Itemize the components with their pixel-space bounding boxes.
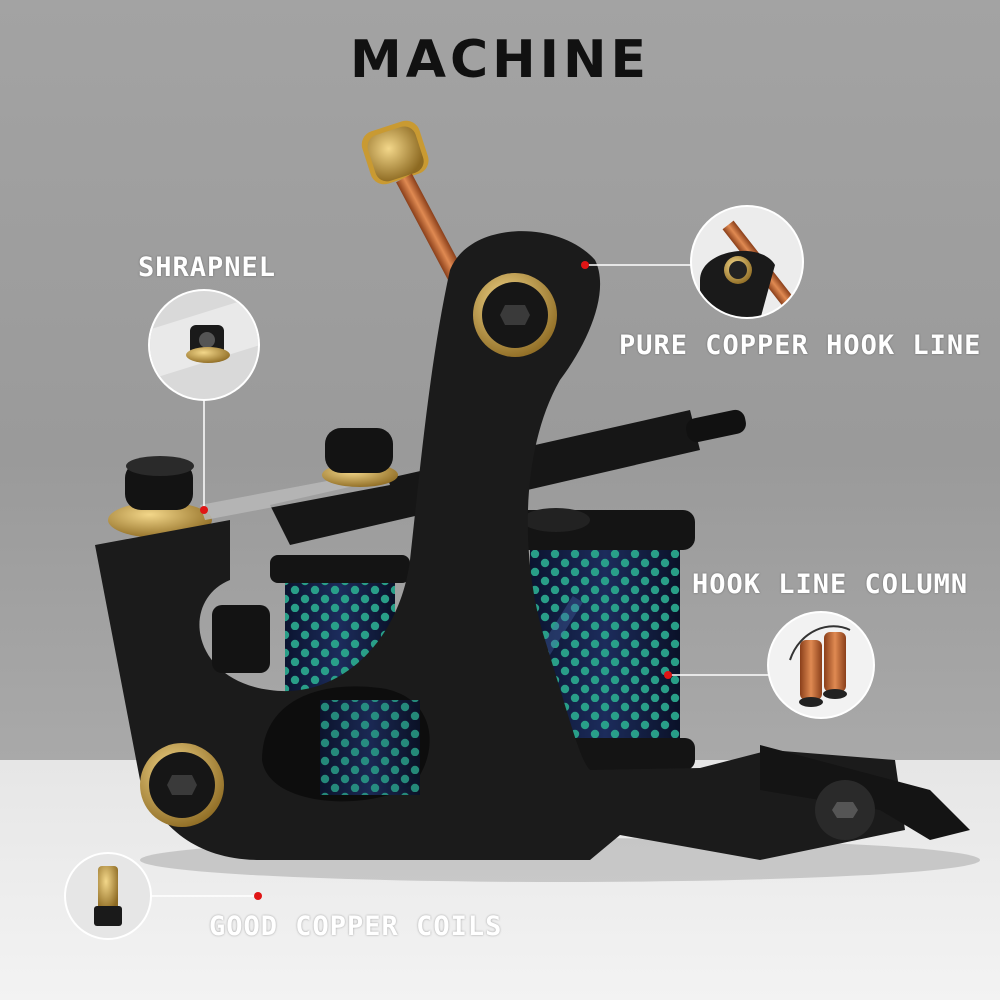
back-spring-screw [108, 456, 212, 538]
page-title: MACHINE [349, 30, 651, 90]
label-shrapnel: SHRAPNEL [138, 252, 277, 283]
label-pure-copper-hook-line: PURE COPPER HOOK LINE [619, 330, 982, 361]
bottom-frame-screw [140, 743, 224, 827]
callout-markers [200, 261, 672, 900]
shrapnel-detail-circle [148, 289, 260, 401]
hook-line-column-detail-circle [767, 611, 875, 719]
callout-lines [150, 264, 769, 897]
vise-screw [815, 780, 875, 840]
copper-coils-detail-circle [64, 852, 152, 940]
top-frame-screw [473, 273, 557, 357]
label-hook-line-column: HOOK LINE COLUMN [692, 569, 969, 600]
hook-line-detail-circle [690, 205, 804, 319]
armature-screw [322, 428, 398, 487]
front-binding-post [212, 605, 270, 673]
label-good-copper-coils: GOOD COPPER COILS [209, 911, 503, 942]
